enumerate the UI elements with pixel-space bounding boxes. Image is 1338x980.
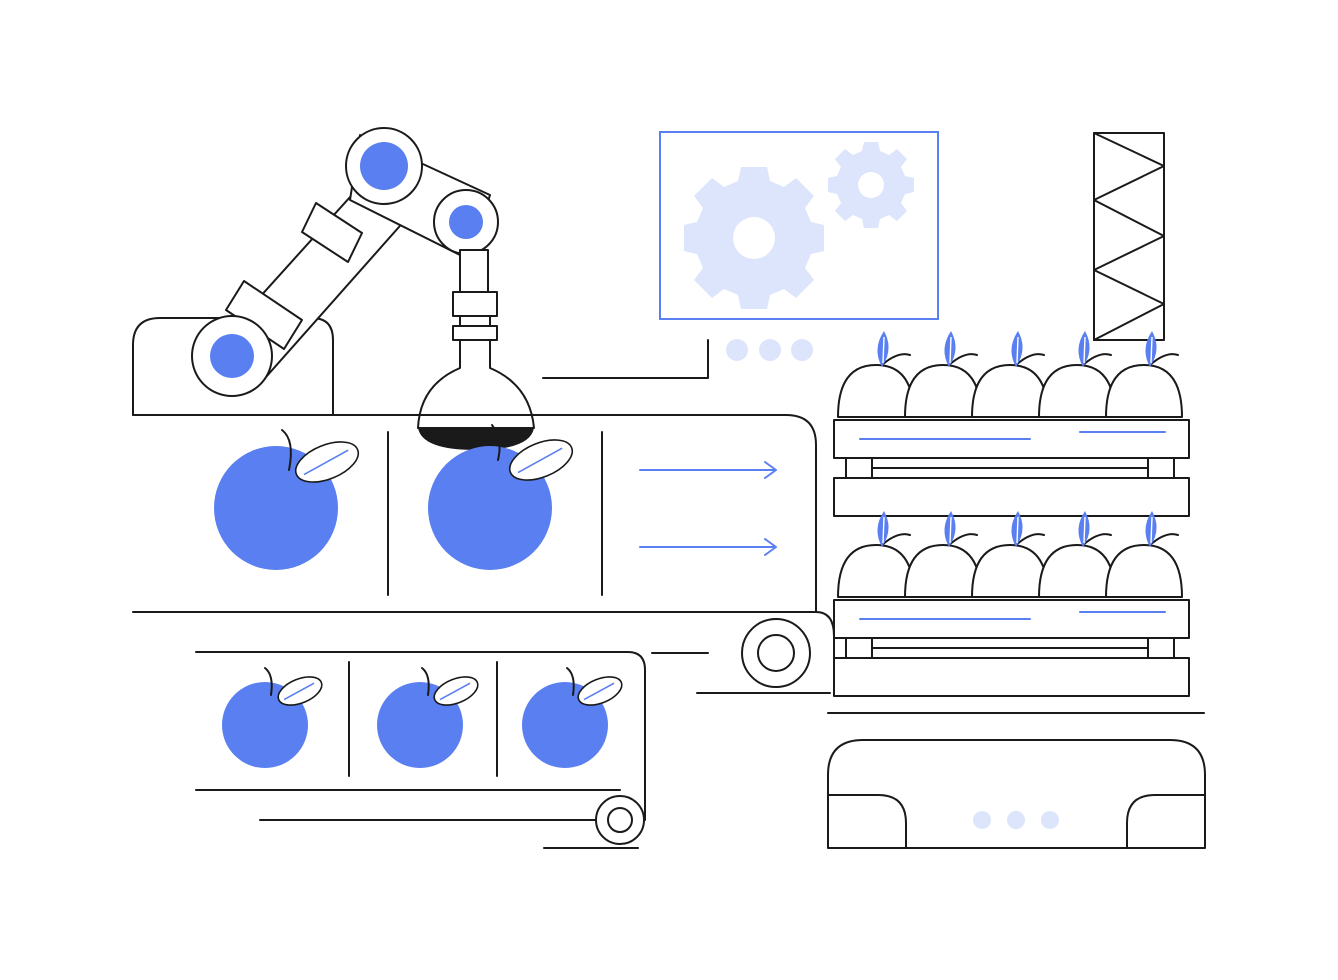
status-dot (973, 811, 991, 829)
control-screen (542, 131, 939, 379)
robot-gripper-neck (459, 315, 491, 327)
fruit-icon (971, 511, 1049, 598)
status-dot (1007, 811, 1025, 829)
robot-joint-collar-upper (301, 202, 363, 263)
status-dot (1041, 811, 1059, 829)
roller-icon (741, 618, 811, 688)
leaf-icon (1011, 331, 1023, 367)
transport-robot (827, 739, 1206, 849)
status-dot (726, 339, 748, 361)
fruit-icon (522, 667, 623, 768)
leaf-icon (1078, 511, 1090, 547)
leaf-icon (1078, 331, 1090, 367)
leaf-icon (1145, 331, 1157, 367)
crate-icon (833, 331, 1190, 517)
belt-divider (387, 431, 603, 596)
leaf-icon (877, 331, 889, 367)
robot-gripper-collar-top (452, 291, 498, 317)
leaf-icon (877, 511, 889, 547)
belt-return-line (259, 819, 639, 849)
gear-icon (828, 142, 914, 228)
leaf-icon (1145, 511, 1157, 547)
robot-elbow-dot (360, 142, 408, 190)
arrow-right-icon (639, 538, 777, 556)
fruit-icon (1105, 511, 1183, 598)
leaf-icon (508, 439, 574, 481)
robot-shoulder-dot (210, 334, 254, 378)
robot-gripper-collar-bottom (452, 325, 498, 341)
transport-robot-wheel-well-left (827, 794, 907, 849)
fruit-icon (222, 667, 323, 768)
fruit-icon (377, 667, 479, 768)
transport-robot-body (827, 739, 1206, 849)
arrow-right-icon (639, 461, 777, 479)
lower-belt-outline (195, 651, 646, 821)
leaf-icon (944, 331, 956, 367)
truss-tower-icon (1093, 132, 1165, 341)
crate-icon (833, 511, 1190, 697)
status-dot (759, 339, 781, 361)
fruit-icon (971, 331, 1049, 418)
leaf-icon (294, 441, 360, 483)
lower-conveyor (195, 651, 646, 849)
robot-arm (132, 127, 535, 450)
fruit-icon (214, 429, 360, 570)
robot-gripper-stem (459, 249, 489, 293)
roller-icon (595, 795, 645, 845)
gear-icon (684, 167, 824, 309)
fruit-icon (1105, 331, 1183, 418)
robot-wrist-dot (449, 205, 483, 239)
status-dot (791, 339, 813, 361)
fruit-icon (428, 424, 574, 570)
leaf-icon (1011, 511, 1023, 547)
transport-robot-wheel-well-right (1126, 794, 1206, 849)
leaf-icon (577, 676, 623, 706)
belt-return-line (651, 652, 831, 694)
fruit-icon (1038, 511, 1116, 598)
leaf-icon (944, 511, 956, 547)
fruit-icon (904, 511, 982, 598)
fruit-icon (1038, 331, 1116, 418)
fruit-icon (837, 331, 915, 418)
leaf-icon (277, 676, 323, 706)
robot-suction-mouth (418, 428, 534, 450)
leaf-icon (433, 676, 479, 706)
belt-divider (348, 661, 498, 777)
fruit-icon (904, 331, 982, 418)
fruit-icon (837, 511, 915, 598)
screen-cable (542, 339, 709, 379)
